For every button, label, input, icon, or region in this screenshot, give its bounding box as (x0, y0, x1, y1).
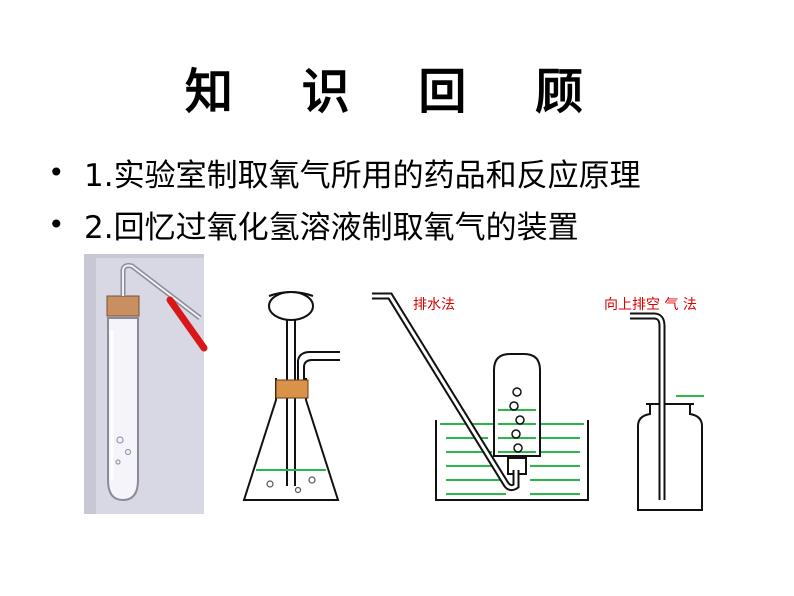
flask-stopper (275, 379, 309, 399)
water-displacement-apparatus (372, 292, 589, 501)
bullet-marker: • (48, 155, 65, 189)
bullet-item: • 2.回忆过氧化氢溶液制取氧气的装置 (48, 198, 768, 250)
bullet-list: • 1.实验室制取氧气所用的药品和反应原理 • 2.回忆过氧化氢溶液制取氧气的装… (48, 146, 768, 250)
test-tube-apparatus (84, 254, 208, 514)
bullet-text: 1.实验室制取氧气所用的药品和反应原理 (84, 157, 641, 194)
bullet-item: • 1.实验室制取氧气所用的药品和反应原理 (48, 146, 768, 198)
label-water-displacement: 排水法 (413, 297, 455, 313)
slide-title: 知 识 回 顾 (184, 64, 610, 120)
apparatus-diagram (84, 254, 704, 514)
upward-air-displacement-apparatus (630, 312, 704, 511)
bullet-text: 2.回忆过氧化氢溶液制取氧气的装置 (84, 209, 579, 246)
bullet-marker: • (48, 207, 65, 241)
label-upward-air-displacement: 向上排空 气 法 (604, 297, 697, 313)
